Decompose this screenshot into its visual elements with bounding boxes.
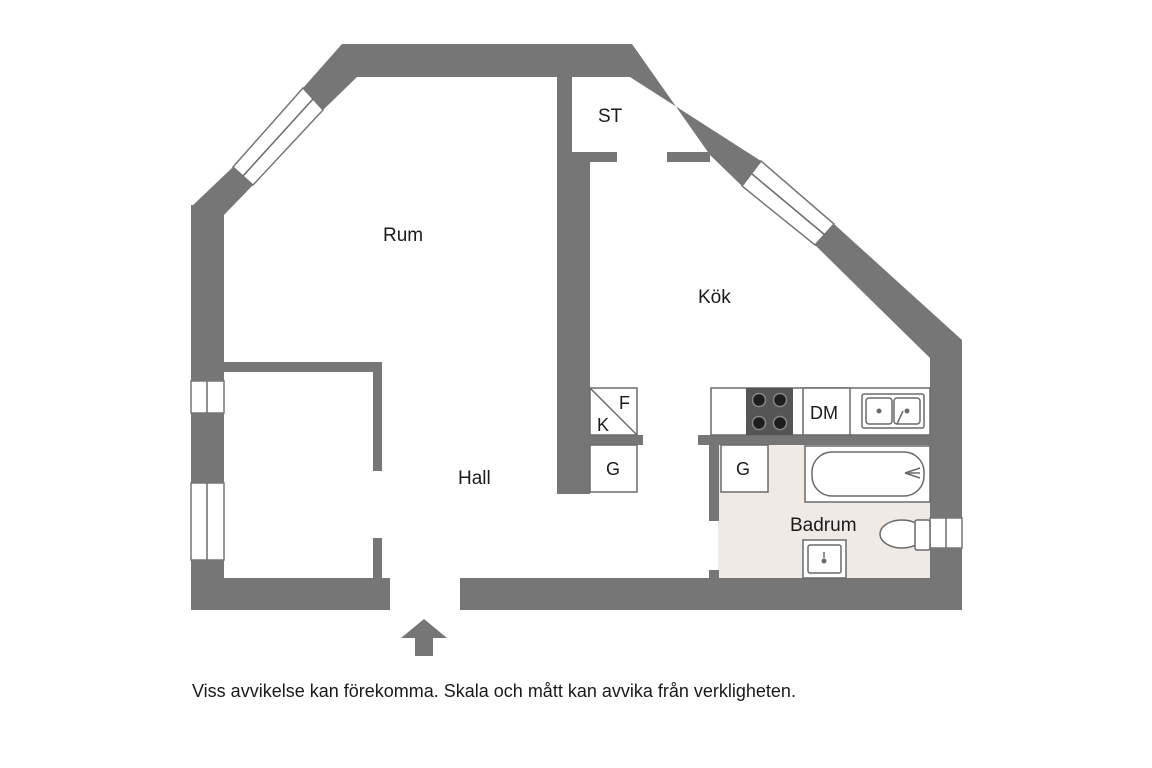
room-label-hall: Hall — [458, 468, 491, 489]
interior-walls — [224, 77, 930, 578]
dishwasher-label: DM — [810, 403, 838, 423]
freezer-label: K — [597, 415, 609, 435]
wardrobe-hall — [589, 444, 638, 493]
stove-icon — [746, 388, 793, 435]
outer-walls — [191, 44, 962, 610]
washbasin-icon — [802, 539, 847, 579]
disclaimer-text: Viss avvikelse kan förekomma. Skala och … — [192, 681, 796, 701]
wardrobe-hall-label: G — [606, 459, 620, 479]
dishwasher — [802, 387, 851, 436]
room-label-kok: Kök — [698, 287, 731, 308]
room-label-st: ST — [598, 106, 623, 127]
bathtub-icon — [804, 445, 931, 503]
toilet-icon — [879, 519, 931, 551]
room-label-badrum: Badrum — [790, 515, 857, 536]
windows — [190, 86, 963, 561]
fridge-label: F — [619, 393, 630, 413]
entrance-arrow-icon — [401, 619, 447, 656]
room-label-rum: Rum — [383, 225, 423, 246]
wardrobe-bath — [720, 444, 769, 493]
bathroom-fixtures: G — [720, 444, 931, 579]
sink-icon — [861, 393, 925, 429]
kitchen-fixtures: F K DM G — [589, 387, 931, 493]
wardrobe-bath-label: G — [736, 459, 750, 479]
